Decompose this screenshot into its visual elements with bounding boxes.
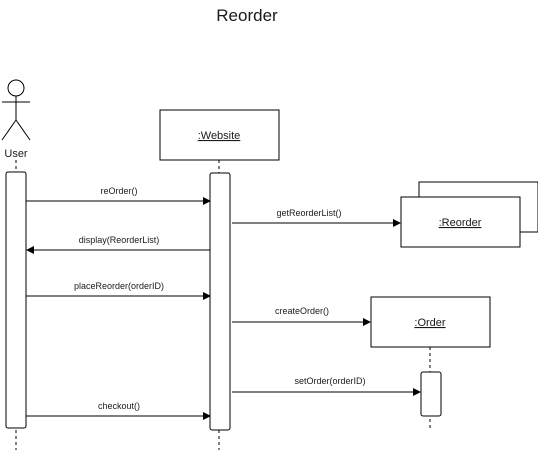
order-object-label: :Order bbox=[414, 317, 446, 329]
user-activation-bar bbox=[5, 171, 27, 429]
message-label: createOrder() bbox=[275, 306, 329, 316]
reorder-object-box bbox=[400, 196, 521, 248]
diagram-title: Reorder bbox=[216, 6, 278, 25]
message-label: display(ReorderList) bbox=[79, 235, 160, 245]
actor-head bbox=[7, 79, 25, 97]
website-object-box bbox=[159, 109, 280, 161]
message-label: placeReorder(orderID) bbox=[74, 281, 164, 291]
website-object-label: :Website bbox=[198, 130, 241, 142]
order-object-box bbox=[370, 296, 491, 348]
user-actor: User bbox=[1, 79, 31, 160]
message-label: getReorderList() bbox=[276, 208, 341, 218]
actor-left-leg bbox=[1, 119, 17, 141]
message-label: setOrder(orderID) bbox=[294, 376, 365, 386]
message-place-reorder: placeReorder(orderID) bbox=[26, 281, 211, 300]
message-label: reOrder() bbox=[100, 186, 137, 196]
message-set-order: setOrder(orderID) bbox=[232, 376, 421, 396]
reorder-object-label: :Reorder bbox=[439, 217, 482, 229]
actor-label: User bbox=[4, 148, 28, 160]
message-create-order: createOrder() bbox=[232, 306, 371, 326]
message-get-reorder-list: getReorderList() bbox=[232, 208, 401, 227]
website-activation-bar bbox=[209, 172, 231, 431]
message-reorder: reOrder() bbox=[26, 186, 211, 205]
order-activation-bar bbox=[420, 371, 442, 417]
message-display-reorder-list: display(ReorderList) bbox=[26, 235, 210, 254]
message-checkout: checkout() bbox=[26, 401, 211, 420]
actor-right-leg bbox=[15, 119, 31, 141]
message-label: checkout() bbox=[98, 401, 140, 411]
